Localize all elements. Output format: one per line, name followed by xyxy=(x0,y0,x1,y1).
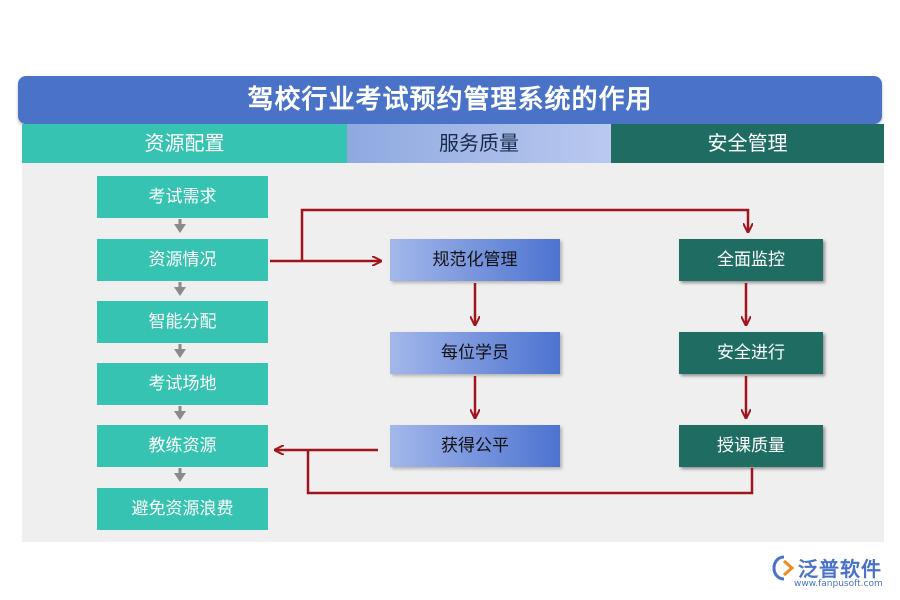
title-banner: 驾校行业考试预约管理系统的作用 xyxy=(18,76,882,124)
step-full-monitoring: 全面监控 xyxy=(679,239,823,281)
step-resource-status: 资源情况 xyxy=(97,239,268,281)
company-logo: 泛普软件 www.fanpusoft.com xyxy=(772,553,892,593)
step-exam-venue: 考试场地 xyxy=(97,363,268,405)
column-header-service: 服务质量 xyxy=(347,124,611,163)
fanpu-logo-icon xyxy=(772,555,795,581)
diagram-title: 驾校行业考试预约管理系统的作用 xyxy=(247,85,653,115)
column-header-resource: 资源配置 xyxy=(22,124,347,163)
step-gain-fairness: 获得公平 xyxy=(390,425,560,467)
column-header-safety: 安全管理 xyxy=(611,124,884,163)
step-smart-allocation: 智能分配 xyxy=(97,301,268,343)
step-coach-resource: 教练资源 xyxy=(97,425,268,467)
step-teaching-quality: 授课质量 xyxy=(679,425,823,467)
logo-url: www.fanpusoft.com xyxy=(794,579,883,589)
step-exam-demand: 考试需求 xyxy=(97,176,268,218)
step-standardized-management: 规范化管理 xyxy=(390,239,560,281)
step-every-student: 每位学员 xyxy=(390,332,560,374)
logo-name: 泛普软件 xyxy=(798,557,882,581)
step-avoid-waste: 避免资源浪费 xyxy=(97,488,268,530)
step-safe-operation: 安全进行 xyxy=(679,332,823,374)
